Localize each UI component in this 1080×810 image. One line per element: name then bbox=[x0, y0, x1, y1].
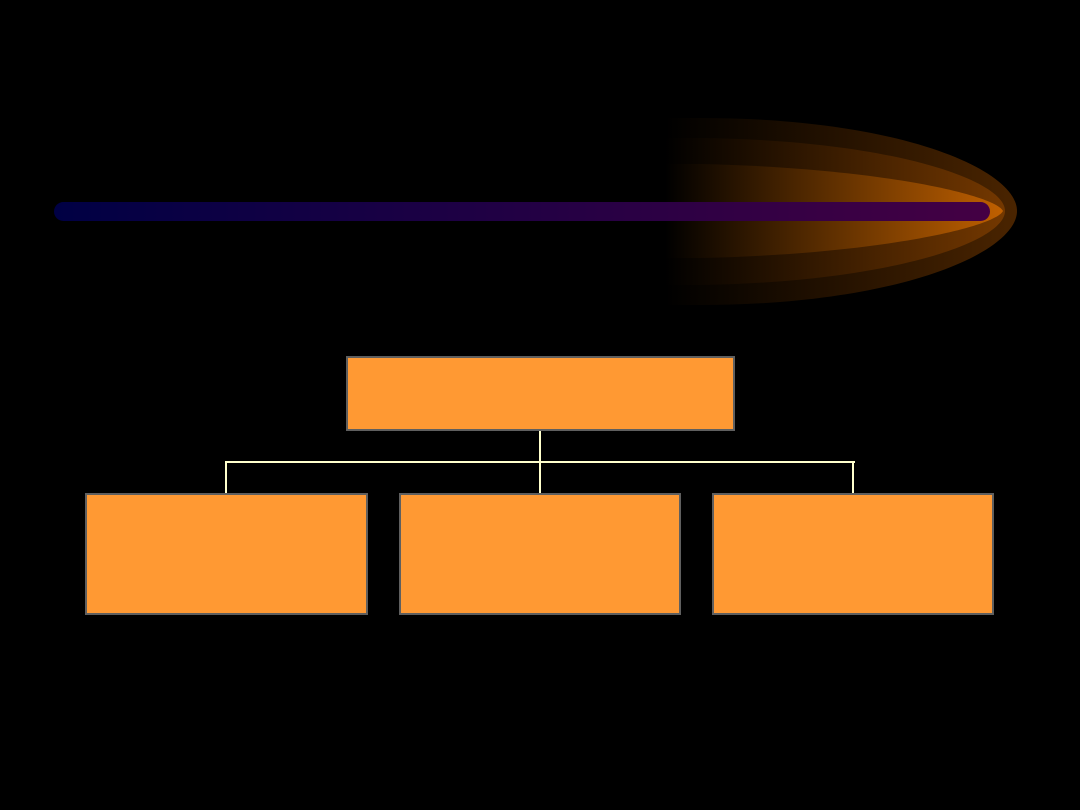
org-node-child-2[interactable] bbox=[399, 493, 681, 615]
title-bar bbox=[54, 202, 990, 221]
connector-right bbox=[852, 461, 854, 495]
connector-vertical-root bbox=[539, 430, 541, 463]
org-node-root[interactable] bbox=[346, 356, 735, 431]
org-node-child-3[interactable] bbox=[712, 493, 994, 615]
connector-center bbox=[539, 461, 541, 495]
org-node-child-1[interactable] bbox=[85, 493, 368, 615]
connector-left bbox=[225, 461, 227, 495]
